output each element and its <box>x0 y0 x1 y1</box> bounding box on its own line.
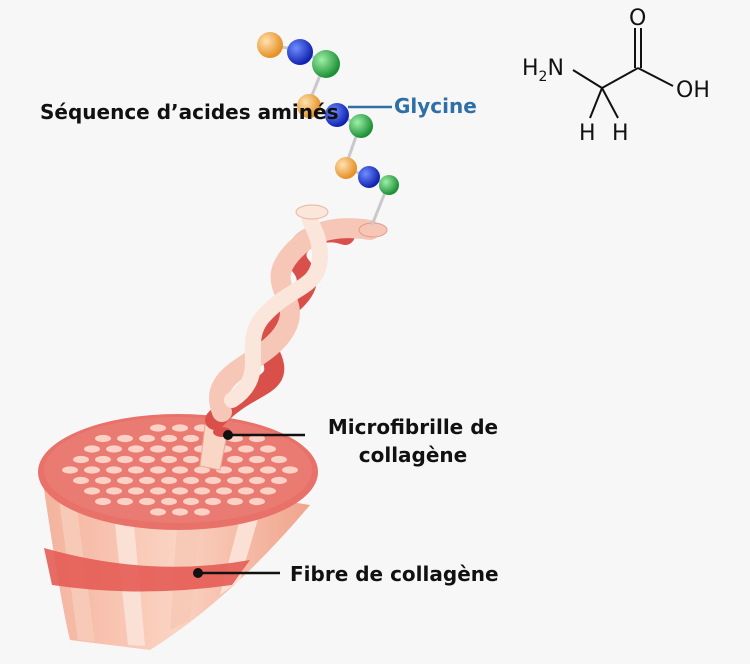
hydrogen-left: H <box>579 121 596 146</box>
fibril-dot <box>271 455 287 464</box>
microfibril-label: Microfibrille de collagène <box>327 415 499 467</box>
fibril-dot <box>73 455 89 464</box>
carbonyl-oxygen: O <box>629 6 646 31</box>
fibril-dot <box>172 487 188 495</box>
fibril-dot <box>216 487 232 495</box>
fibril-dot <box>139 434 155 443</box>
fibril-dot <box>150 487 166 495</box>
fibril-dot <box>150 424 166 432</box>
amino-acid-bead-green <box>349 114 373 138</box>
fibril-dot <box>139 455 155 464</box>
glycine-label: Glycine <box>394 94 477 118</box>
fibril-dot <box>117 497 133 506</box>
fibril-dot <box>183 455 199 464</box>
fibril-dot <box>128 487 144 495</box>
fibril-dot <box>282 466 298 474</box>
fibril-dot <box>84 445 100 453</box>
fibril-dot <box>95 434 111 443</box>
microfibril-helix <box>199 204 388 471</box>
fibril-dot <box>117 476 133 485</box>
fibril-dot <box>150 508 166 516</box>
fibril-dot <box>260 487 276 495</box>
amino-acid-bead-orange <box>297 94 321 118</box>
fibril-dot <box>139 476 155 485</box>
fibril-dot <box>205 497 221 506</box>
fibril-dot <box>227 497 243 506</box>
amino-acid-bead-green <box>312 50 340 78</box>
fibril-dot <box>194 487 210 495</box>
collagen-fibre <box>38 414 318 650</box>
amine-group: H2N <box>522 56 564 85</box>
fibril-dot <box>150 466 166 474</box>
fibre-label: Fibre de collagène <box>290 562 499 586</box>
amino-acid-chain <box>257 32 399 226</box>
fibril-dot <box>73 476 89 485</box>
fibril-dot <box>249 497 265 506</box>
fibril-dot <box>238 466 254 474</box>
fibril-dot <box>183 434 199 443</box>
hydrogen-right: H <box>612 121 629 146</box>
hydroxyl-group: OH <box>676 78 710 103</box>
helix-cap <box>295 204 329 220</box>
fibril-dot <box>95 476 111 485</box>
fibril-dot <box>172 466 188 474</box>
fibril-dot <box>161 455 177 464</box>
fibril-dot <box>271 476 287 485</box>
amino-acid-bead-blue <box>358 166 380 188</box>
fibril-dot <box>205 476 221 485</box>
fibril-dot <box>183 476 199 485</box>
fibril-dot <box>227 476 243 485</box>
fibril-dot <box>95 497 111 506</box>
fibril-dot <box>106 466 122 474</box>
fibril-dot <box>161 476 177 485</box>
fibril-dot <box>172 424 188 432</box>
fibril-dot <box>150 445 166 453</box>
fibril-dot <box>117 455 133 464</box>
fibril-dot <box>249 434 265 443</box>
fibril-dot <box>172 445 188 453</box>
fibril-dot <box>117 434 133 443</box>
fibril-dot <box>139 497 155 506</box>
fibril-dot <box>62 466 78 474</box>
amino-acid-bead-blue <box>325 103 349 127</box>
fibril-dot <box>161 497 177 506</box>
fibril-dot <box>84 466 100 474</box>
amino-acid-bead-orange <box>335 157 357 179</box>
fibril-dot <box>161 434 177 443</box>
fibril-dot <box>194 466 210 474</box>
fibril-dot <box>249 476 265 485</box>
helix-strand-pale <box>224 204 329 408</box>
amino-acid-sequence-label: Séquence d’acides aminés <box>40 100 339 124</box>
fibril-dot <box>260 466 276 474</box>
fibril-dot <box>238 487 254 495</box>
fibril-dot <box>172 508 188 516</box>
fibril-dot <box>106 445 122 453</box>
fibre-red-band <box>44 548 250 592</box>
fibril-dot <box>183 497 199 506</box>
fibril-dot <box>128 445 144 453</box>
fibre-leader-dot <box>193 568 203 578</box>
microfibril-leader-dot <box>223 430 233 440</box>
fibril-dot <box>227 455 243 464</box>
fibril-dot <box>260 445 276 453</box>
amino-acid-bead-blue <box>287 39 313 65</box>
fibril-dot <box>194 508 210 516</box>
amino-acid-bead-orange <box>257 32 283 58</box>
fibril-dot <box>238 445 254 453</box>
fibril-dot <box>106 487 122 495</box>
glycine-structure <box>572 28 674 119</box>
fibril-dot <box>84 487 100 495</box>
fibril-dot <box>128 466 144 474</box>
fibril-dot <box>249 455 265 464</box>
amino-acid-bead-green <box>379 175 399 195</box>
fibril-dot <box>95 455 111 464</box>
